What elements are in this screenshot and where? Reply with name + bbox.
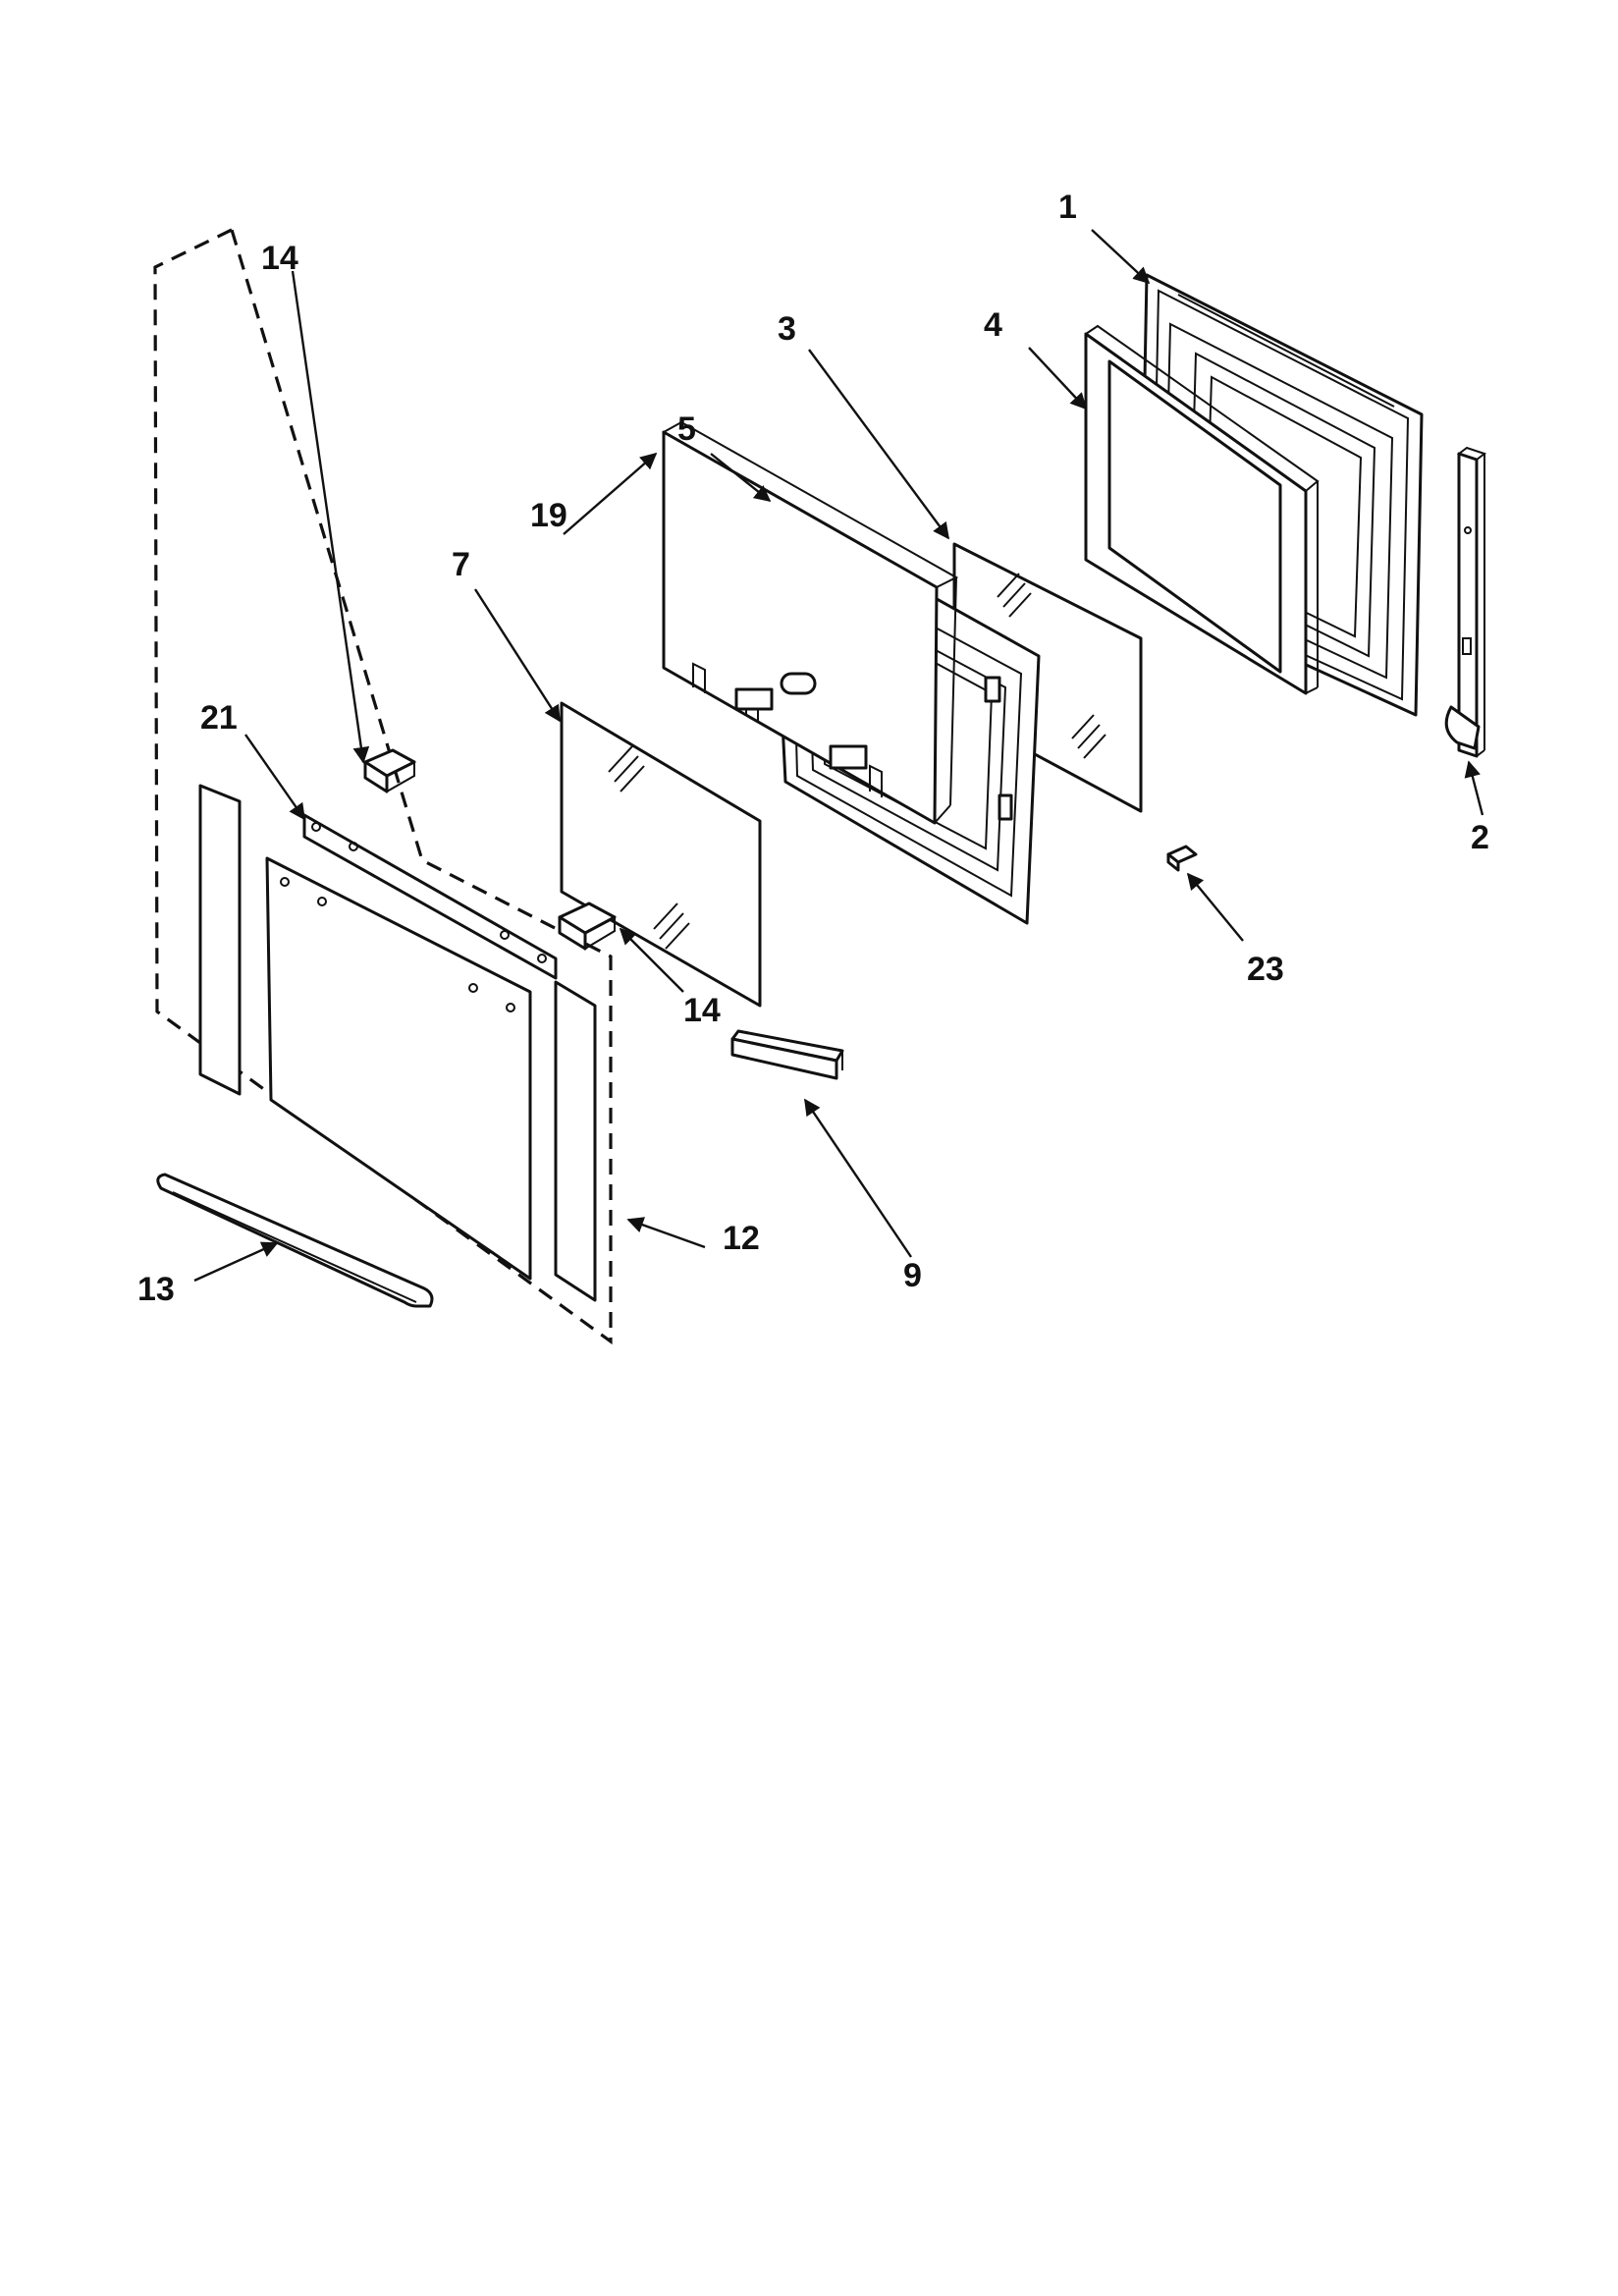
- callout-3: 3: [778, 310, 796, 348]
- callout-14-upper: 14: [261, 240, 298, 277]
- callout-2: 2: [1471, 819, 1489, 856]
- callout-5: 5: [677, 410, 696, 448]
- callout-14-lower: 14: [683, 992, 721, 1029]
- left-side-trim: [198, 784, 242, 1096]
- part-2-hinge-strip: [1444, 446, 1487, 758]
- part-13-handle: [156, 1173, 434, 1308]
- callout-12: 12: [723, 1220, 760, 1257]
- callout-19: 19: [530, 497, 567, 534]
- right-side-trim: [554, 980, 597, 1302]
- callout-23: 23: [1247, 951, 1284, 988]
- part-7-glass-panel: [560, 701, 762, 1008]
- part-12-outer-door-assembly: [153, 228, 617, 1345]
- callout-21: 21: [200, 699, 238, 737]
- callout-7: 7: [452, 546, 470, 583]
- part-14-clip-upper: [363, 748, 416, 793]
- callout-1: 1: [1058, 189, 1077, 226]
- leader-lines: [193, 229, 1484, 1283]
- callout-4: 4: [984, 306, 1002, 344]
- callout-13: 13: [137, 1271, 175, 1308]
- part-19-baffle: [661, 420, 959, 825]
- part-21-top-strip: [302, 813, 558, 980]
- part-4-door-frame: [1084, 324, 1320, 695]
- part-14-clip-lower: [558, 902, 617, 951]
- part-9-bottom-trim: [730, 1029, 844, 1080]
- callout-9: 9: [903, 1257, 922, 1294]
- center-panel: [265, 856, 532, 1281]
- callout-labels: 1 2 3 4 5 7 9 12 13 14 14 19 21 23: [137, 189, 1489, 1308]
- part-23-small-clip: [1166, 845, 1198, 872]
